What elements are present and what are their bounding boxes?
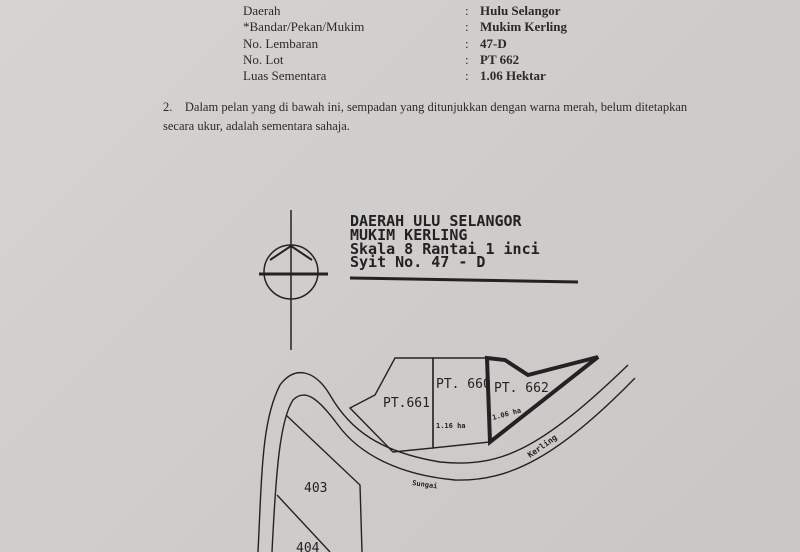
paragraph-line-1: 2. Dalam pelan yang di bawah ini, sempad… — [163, 100, 687, 115]
road-label: Sungai — [412, 479, 438, 490]
detail-label: No. Lot — [243, 52, 284, 67]
lot-label-404: 404 — [296, 541, 320, 552]
detail-label: No. Lembaran — [243, 36, 319, 51]
detail-value: Mukim Kerling — [480, 19, 568, 34]
north-arrow-icon — [259, 210, 328, 350]
plan-header-line: Syit No. 47 - D — [350, 253, 485, 271]
detail-label: Luas Sementara — [243, 68, 327, 83]
lot-label-pt660: PT. 660 — [436, 377, 491, 392]
colon: : — [465, 36, 469, 51]
plan-header-line: MUKIM KERLING — [350, 226, 467, 244]
detail-value: 47-D — [480, 36, 507, 51]
colon: : — [465, 52, 469, 67]
paragraph-number: 2. — [163, 100, 173, 114]
parcel-pt662 — [484, 355, 600, 447]
plan-header-line: Skala 8 Rantai 1 inci — [350, 240, 540, 258]
detail-value: Hulu Selangor — [480, 3, 561, 18]
detail-value: PT 662 — [480, 52, 520, 67]
road-outer-edge — [257, 364, 629, 552]
area-label-pt660: 1.16 ha — [436, 422, 466, 430]
paragraph-line-2: secara ukur, adalah sementara sahaja. — [163, 119, 350, 133]
road-inner-edge — [271, 377, 636, 552]
detail-label: *Bandar/Pekan/Mukim — [243, 19, 365, 34]
plan-header: DAERAH ULU SELANGOR MUKIM KERLING Skala … — [350, 212, 540, 271]
paragraph-text: Dalam pelan yang di bawah ini, sempadan … — [184, 100, 688, 114]
lot-404-boundary — [276, 494, 331, 552]
lot-label-pt661: PT.661 — [383, 396, 430, 411]
parcel-pt660 — [432, 357, 491, 449]
lot-403-boundary — [285, 414, 363, 552]
lot-label-pt662: PT. 662 — [494, 381, 549, 396]
colon: : — [465, 19, 469, 34]
detail-label: Daerah — [243, 3, 281, 18]
detail-value: 1.06 Hektar — [480, 68, 546, 83]
plan-header-line: DAERAH ULU SELANGOR — [350, 212, 523, 230]
colon: : — [465, 68, 469, 83]
colon: : — [465, 3, 469, 18]
lot-label-403: 403 — [304, 481, 327, 496]
header-underline — [349, 276, 579, 284]
